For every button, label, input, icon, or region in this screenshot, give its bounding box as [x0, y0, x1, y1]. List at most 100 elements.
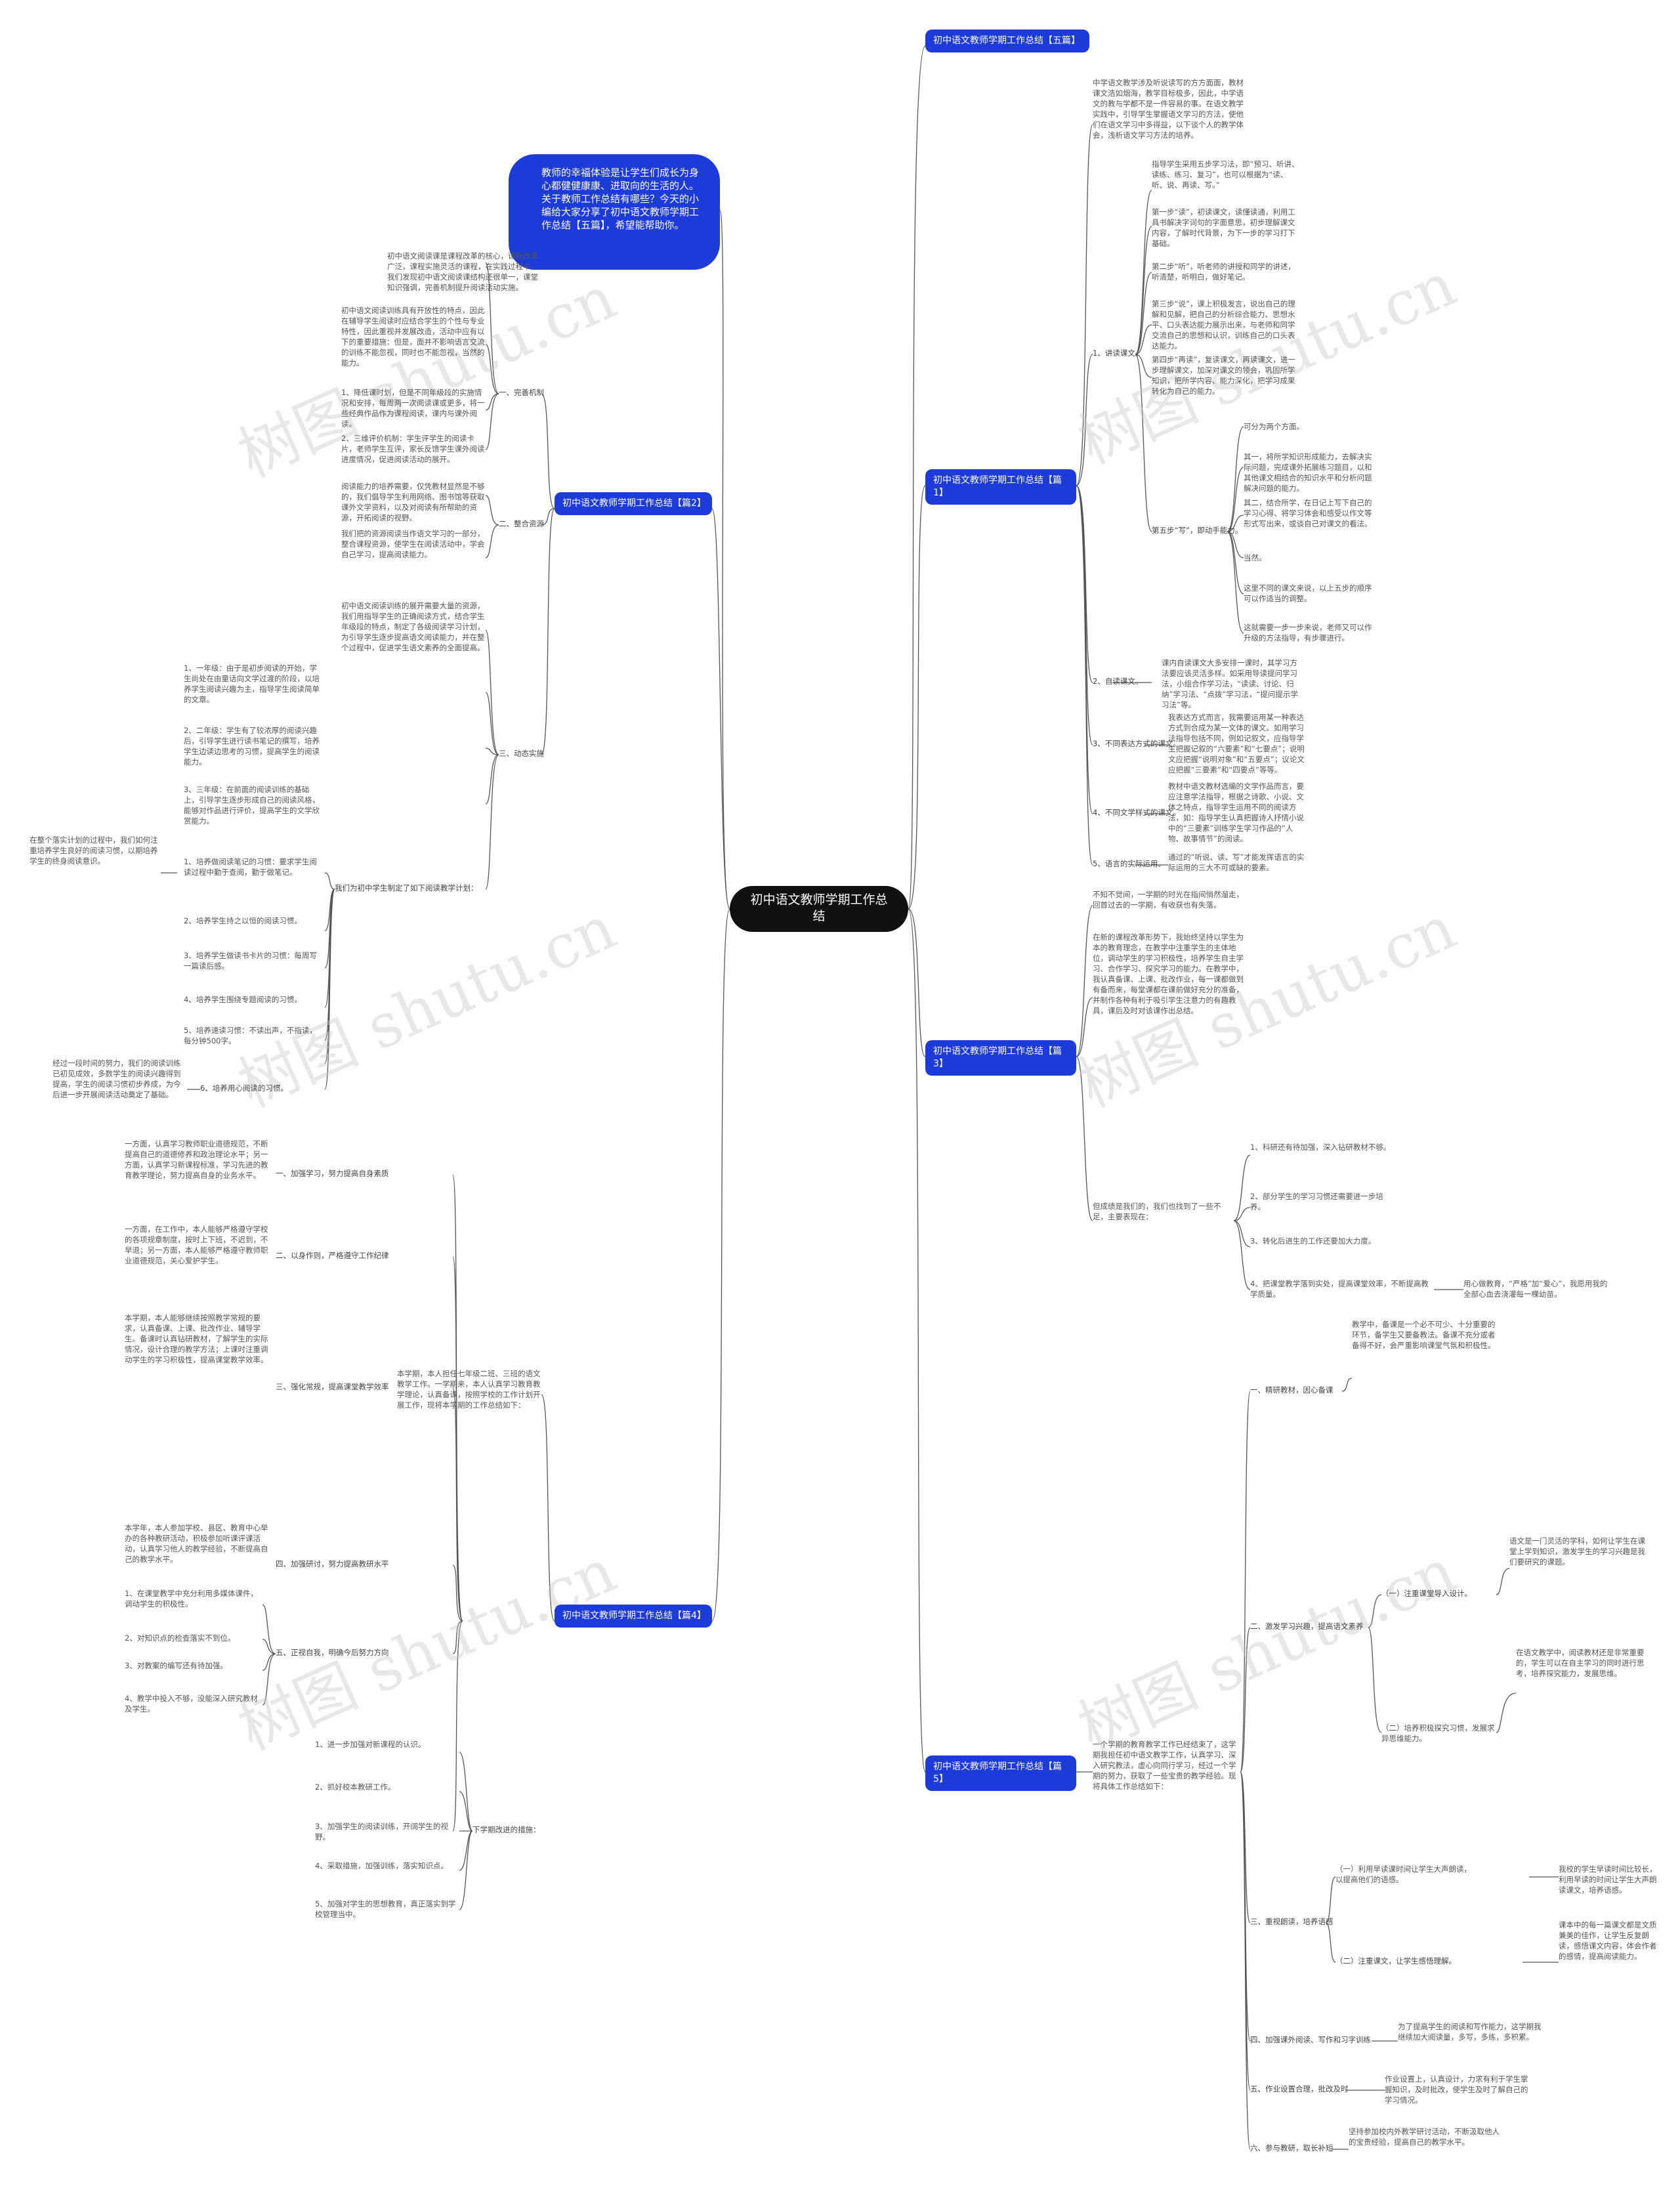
- p2-s3-plan: 6、培养用心阅读的习惯。: [200, 1083, 288, 1093]
- p4-s6-item: 4、采取措施，加强训练，落实知识点。: [315, 1861, 448, 1870]
- link-root-p5: [908, 45, 926, 910]
- p5-s5-text: 作业设置上，认真设计，力求有利于学生掌握知识，及时批改，使学生及时了解自己的学习…: [1385, 2074, 1528, 2105]
- p2-s1-c: 2、三维评价机制：学生评学生的阅读卡片，老师学生互评，家长反馈学生课外阅读进度情…: [341, 434, 485, 464]
- branch-p5b[interactable]: 初中语文教师学期工作总结【篇5】: [925, 1756, 1076, 1791]
- p1-s4: 4、不同文学样式的课文。: [1093, 808, 1181, 817]
- p3-summary: 但成绩是我们的，我们也找到了一些不足，主要表现在：: [1093, 1202, 1221, 1221]
- p2-s1-b: 1、降低课时划，但是不同年级段的实施情况和安排，每周两一次阅读课或更多，将一些经…: [341, 388, 485, 429]
- p2-s1: 一、完善机制: [499, 388, 544, 397]
- p1-s2: 2、自读课文。: [1093, 677, 1143, 686]
- p4-s5-item: 2、对知识点的检查落实不到位。: [125, 1633, 236, 1643]
- p1-s1-item: 第三步“说”，课上积极发言，说出自己的理解和见解，把自己的分析综合能力、思想水平…: [1152, 299, 1295, 350]
- p2-s3-plan: 1、培养做阅读笔记的习惯：要求学生阅读过程中勤于查阅，勤于做笔记。: [184, 857, 317, 877]
- p5-s1: 一、精研教材，因心备课: [1250, 1385, 1334, 1395]
- p5-s3-a: （一）利用早读课时间让学生大声朗读，以提高他们的语感。: [1335, 1864, 1471, 1884]
- p2-s3-plan: 5、培养速读习惯：不读出声，不指读，每分钟500字。: [184, 1026, 317, 1045]
- p5-s6-text: 坚持参加校内外教学研讨活动，不断汲取他人的宝贵经验，提高自己的教学水平。: [1349, 2127, 1500, 2147]
- p3-item: 4、把课堂教学落到实处，提高课堂效率，不断提高教学质量。: [1250, 1279, 1429, 1299]
- branch-p4[interactable]: 初中语文教师学期工作总结【篇4】: [555, 1605, 712, 1628]
- p4-s4-text: 本学年，本人参加学校、县区、教育中心举办的各种教研活动，积极参加听课评课活动，认…: [125, 1523, 268, 1564]
- p1-s3: 3、不同表达方式的课文。: [1093, 739, 1181, 748]
- p4-s1: 一、加强学习，努力提高自身素质: [276, 1169, 389, 1178]
- p4-s5-item: 1、在课堂教学中充分利用多媒体课件，调动学生的积极性。: [125, 1589, 258, 1609]
- p5-s2-a-text: 语文是一门灵活的学科，如何让学生在课堂上学到知识，激发学生的学习兴趣是我们要研究…: [1509, 1536, 1645, 1567]
- p4-s3: 三、强化常规，提高课堂教学效率: [276, 1382, 389, 1391]
- p4-s6-item: 5、加强对学生的思想教育，真正落实到学校管理当中。: [315, 1899, 456, 1919]
- p2-s3-b: 我们为初中学生制定了如下阅读教学计划：: [335, 883, 478, 893]
- p4-s6-item: 1、进一步加强对新课程的认识。: [315, 1740, 426, 1749]
- p1-s1-item: 第四步“再读”，复读课文，再读课文，进一步理解课文，加深对课文的领会，巩固所学知…: [1152, 355, 1295, 396]
- p4-s5-item: 4、教学中投入不够，没能深入研究教材及学生。: [125, 1694, 258, 1714]
- root-node[interactable]: 初中语文教师学期工作总结: [730, 886, 908, 932]
- p5-s3: 三、重视朗读，培养语感: [1250, 1917, 1334, 1926]
- p5-s2-b-text: 在语文教学中，阅读教材还是非常重要的，学生可以在自主学习的同时进行思考，培养探究…: [1516, 1648, 1645, 1678]
- branch-p3[interactable]: 初中语文教师学期工作总结【篇3】: [925, 1040, 1076, 1076]
- p4-s6-item: 3、加强学生的阅读训练，开阔学生的视野。: [315, 1822, 448, 1841]
- p1-s1-item: 第五步“写”，即动手能力。: [1152, 526, 1243, 535]
- p2-s3-item: 1、一年级：由于是初步阅读的开始，学生尚处在由童话向文学过渡的阶段，以培养学生阅…: [184, 663, 320, 704]
- p5-s6: 六、参与教研，取长补短: [1250, 2143, 1334, 2153]
- p2-s2-b: 我们把的资源阅读当作语文学习的一部分，整合课程资源，使学生在阅读活动中，学会自己…: [341, 529, 485, 559]
- p5-s4-text: 为了提高学生的阅读和写作能力，这学期我继续加大阅读量，多写，多练，多积累。: [1398, 2022, 1542, 2042]
- link-root-intro: [719, 209, 730, 910]
- branch-p2[interactable]: 初中语文教师学期工作总结【篇2】: [555, 492, 712, 515]
- p1-s5-text: 通过的“听说、读、写”才能发挥语言的实际运用的三大不可或缺的要素。: [1168, 852, 1305, 872]
- p5-s3-b: （二）注重课文，让学生感悟理解。: [1335, 1956, 1456, 1966]
- p5-head: 一个学期的教育教学工作已经结束了，这学期我担任初中语文教学工作，认真学习、深入研…: [1093, 1740, 1236, 1791]
- p3-end: 用心做教育，“严格”加“爱心”，我愿用我的全部心血去浇灌每一棵幼苗。: [1463, 1279, 1608, 1299]
- intro-node[interactable]: 教师的幸福体验是让学生们成长为身心都健健康康、进取向的生活的人。关于教师工作总结…: [509, 154, 720, 270]
- p1-s1-item: 第二步“听”，听老师的讲授和同学的讲述，听清楚，听明白，做好笔记。: [1152, 262, 1295, 282]
- p4-s5: 五、正视自我，明确今后努力方向: [276, 1648, 389, 1657]
- p4-s2-text: 一方面，在工作中，本人能够严格遵守学校的各项规章制度，按时上下班，不迟到，不早退…: [125, 1225, 268, 1265]
- p4-s1-text: 一方面，认真学习教师职业道德规范，不断提高自己的道德修养和政治理论水平；另一方面…: [125, 1139, 268, 1180]
- p2-s3-plan: 3、培养学生做读书卡片的习惯：每周写一篇读后感。: [184, 951, 317, 971]
- p1-s1-item: 第一步“读”，初读课文，读懂读通，利用工具书解决字词句的字面意思，初步理解课文内…: [1152, 207, 1295, 248]
- link-root-p4: [711, 908, 730, 1622]
- p3-item: 1、科研还有待加强，深入钻研教材不够。: [1250, 1143, 1391, 1152]
- p1-s3-text: 我表达方式而言，我需要运用某一种表达方式到合成为某一文体的课文。如用学习法指导包…: [1168, 713, 1305, 774]
- branch-p1[interactable]: 初中语文教师学期工作总结【篇1】: [925, 469, 1076, 505]
- p5-s4: 四、加强课外阅读、写作和习字训练: [1250, 2035, 1371, 2044]
- p1-s1-item: 指导学生采用五步学习法，即“预习、听讲、读练、练习、复习”，也可以根据为“读、听…: [1152, 159, 1299, 190]
- p2-s1-a: 初中语文阅读训练具有开放性的特点，因此在辅导学生阅读时应结合学生的个性与专业特性…: [341, 306, 485, 368]
- p3-item: 2、部分学生的学习习惯还需要进一步培养。: [1250, 1192, 1383, 1211]
- p3-head: 不知不觉间，一学期的时光在指间悄然溜走，回首过去的一学期，有收获也有失落。: [1093, 890, 1244, 910]
- p4-s4: 四、加强研讨，努力提高教研水平: [276, 1559, 389, 1568]
- p2-s2-a: 阅读能力的培养需要，仅凭教材显然是不够的，我们倡导学生利用网络、图书馆等获取课外…: [341, 482, 485, 522]
- p1-s1-sub: 其二，结合所学，在日记上写下自己的学习心得、将学习体会和感受以作文等形式写出来，…: [1244, 498, 1372, 528]
- p1-s2-text: 课内自读课文大多安排一课时，其学习方法要应该灵活多样。如采用导读提问学习法，小组…: [1162, 658, 1298, 709]
- p2-s3-c: 经过一段时间的努力，我们的阅读训练已初见成效，多数学生的阅读兴趣得到提高，学生的…: [52, 1059, 181, 1099]
- p4-s3-text: 本学期，本人能够继续按照教学常规的要求，认真备课、上课、批改作业、辅导学生。备课…: [125, 1313, 268, 1364]
- p1-s1: 1、讲读课文。: [1093, 348, 1143, 358]
- p2-s3-plan: 4、培养学生围绕专题阅读的习惯。: [184, 995, 302, 1004]
- p2-s3-item: 3、三年级：在前面的阅读训练的基础上，引导学生逐步形成自己的阅读风格，能够对作品…: [184, 785, 320, 826]
- p4-s2: 二、以身作则，严格遵守工作纪律: [276, 1251, 389, 1260]
- p2-s3-item: 2、二年级：学生有了较浓厚的阅读兴趣后，引导学生进行读书笔记的撰写，培养学生边读…: [184, 726, 320, 767]
- link-root-p1: [908, 485, 926, 910]
- branch-p5[interactable]: 初中语文教师学期工作总结【五篇】: [925, 30, 1089, 53]
- link-root-p2: [711, 508, 730, 910]
- p5-s2-a: （一）注重课堂导入设计。: [1381, 1589, 1472, 1598]
- p5-s2: 二、激发学习兴趣，提高语文素养: [1250, 1622, 1364, 1631]
- p1-s4-text: 教材中语文教材选编的文学作品而言，要应注意学法指导，根据之诗歌、小说、文体之特点…: [1168, 782, 1304, 843]
- p2-s3-side: 在整个落实计划的过程中，我们如何注重培养学生良好的阅读习惯，以期培养学生的终身阅…: [30, 835, 158, 866]
- p5-s3-b-text: 课本中的每一篇课文都是文质兼美的佳作，让学生反复朗读，感悟课文内容，体会作者的感…: [1559, 1920, 1657, 1961]
- p2-s3-a: 初中语文阅读训练的展开需要大量的资源，我们用指导学生的正确阅读方式，结合学生年级…: [341, 601, 485, 652]
- p1-intro: 中学语文教学涉及听说读写的方方面面，教材课文浩如烟海，教学目标极多，因此，中学语…: [1093, 78, 1244, 140]
- p2-s3-plan: 2、培养学生持之以恒的阅读习惯。: [184, 916, 302, 925]
- p2-head: 初中语文阅读课是课程改革的核心，课程改革广泛，课程实施灵活的课程，在实践过程中，…: [387, 251, 538, 292]
- p3-body: 在新的课程改革形势下，我始终坚持以学生为本的教育理念，在教学中注重学生的主体地位…: [1093, 933, 1244, 1015]
- p3-item: 3、转化后进生的工作还要加大力度。: [1250, 1236, 1376, 1246]
- p4-s6-item: 2、抓好校本教研工作。: [315, 1782, 396, 1792]
- p2-s3: 三、动态实施: [499, 749, 544, 758]
- p1-s1-sub: 可分为两个方面。: [1244, 422, 1304, 431]
- p1-s5: 5、语言的实际运用。: [1093, 859, 1166, 868]
- link-root-p3: [908, 908, 926, 1057]
- p5-s2-b: （二）培养积极探究习惯，发展求异思维能力。: [1381, 1723, 1495, 1743]
- p5-s1-text: 教学中，备课是一个必不可少、十分重要的环节，备学生又要备教法。备课不充分或者备得…: [1352, 1320, 1496, 1350]
- link-root-p5b: [908, 908, 926, 1773]
- p5-s5: 五、作业设置合理，批改及时: [1250, 2084, 1349, 2093]
- p4-head: 本学期，本人担任七年级二班、三班的语文教学工作。一学期来，本人认真学习教育教学理…: [397, 1369, 541, 1410]
- p1-s1-sub: 其一，将所学知识形成能力，去解决实际问题，完成课外拓展练习题目，以和其他课文相结…: [1244, 452, 1372, 493]
